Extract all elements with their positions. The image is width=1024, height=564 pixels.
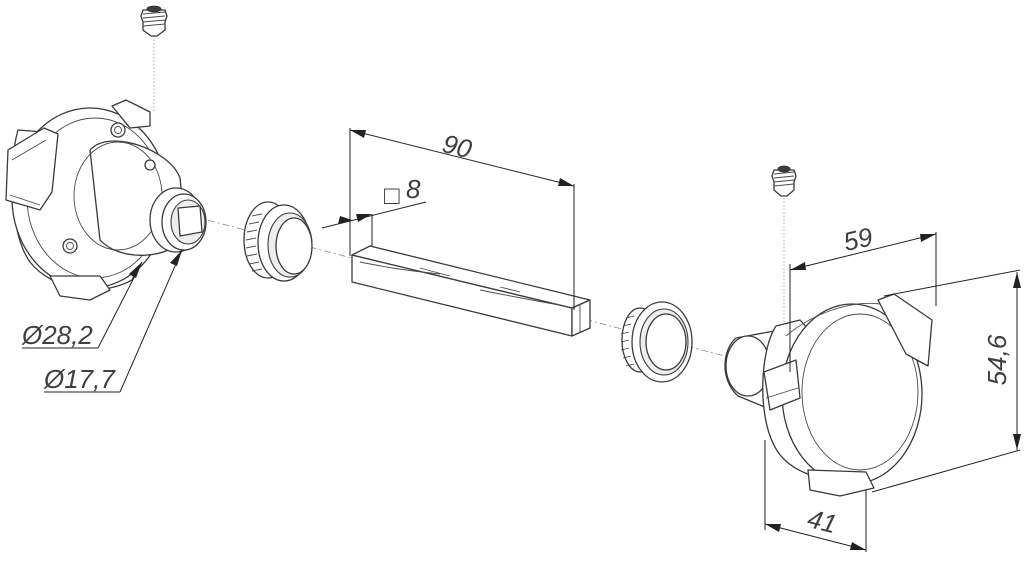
square-symbol: □ — [384, 180, 400, 210]
dimension-90: 90 — [349, 128, 575, 310]
dimension-8-label: 8 — [406, 174, 421, 204]
dimension-square-8: □ 8 — [321, 174, 427, 246]
right-knob — [724, 293, 933, 497]
dimension-diameters: Ø28,2 Ø17,7 — [21, 249, 183, 394]
dimension-41: 41 — [764, 440, 867, 552]
right-grub-screw — [771, 165, 797, 330]
left-grub-screw — [140, 5, 168, 112]
left-knob — [5, 99, 207, 301]
dimension-41-label: 41 — [805, 503, 840, 539]
dimension-59: 59 — [789, 221, 937, 372]
dimension-54-6: 54,6 — [871, 269, 1021, 493]
dimension-54-6-label: 54,6 — [982, 334, 1012, 385]
square-spindle — [351, 245, 591, 337]
diameter-outer-label: Ø28,2 — [21, 320, 93, 350]
dimension-59-label: 59 — [841, 221, 876, 257]
left-rosette-ring — [243, 201, 313, 282]
right-rosette-ring — [620, 301, 693, 383]
dimension-90-label: 90 — [440, 128, 476, 164]
diameter-inner-label: Ø17,7 — [43, 364, 116, 394]
